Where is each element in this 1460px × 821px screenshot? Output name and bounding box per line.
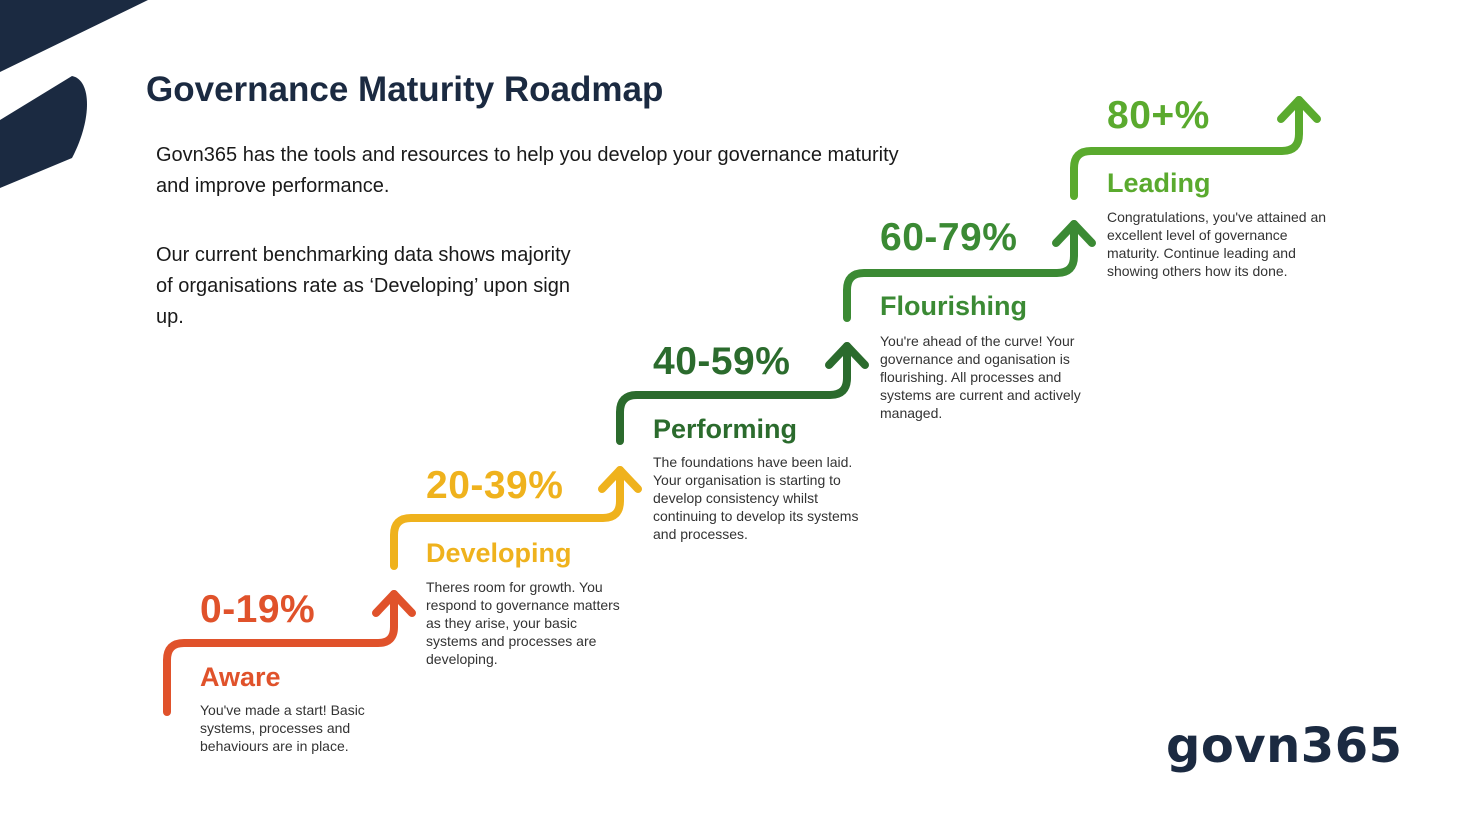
level-range: 40-59% [653,340,791,383]
level-description: Theres room for growth. You respond to g… [426,579,620,667]
govn365-logo: govn365 [1166,718,1403,774]
level-name: Flourishing [880,291,1027,321]
level-description: You're ahead of the curve! Your governan… [880,333,1081,421]
level-name: Leading [1107,168,1211,198]
level-range: 20-39% [426,464,564,507]
page-title: Governance Maturity Roadmap [146,70,664,109]
level-range: 0-19% [200,588,316,631]
corner-decoration [0,0,148,188]
step-arrow-leading [1070,96,1321,200]
level-description: Congratulations, you've attained an exce… [1107,209,1327,279]
step-arrow-performing [616,342,869,445]
step-arrow-flourishing [843,220,1096,322]
level-name: Developing [426,538,572,568]
level-range: 80+% [1107,94,1210,137]
step-arrow-aware [163,590,416,716]
step-arrow-developing [390,466,642,570]
level-name: Performing [653,414,798,444]
benchmark-text: Our current benchmarking data shows majo… [156,244,571,328]
level-range: 60-79% [880,216,1018,259]
intro-text: Govn365 has the tools and resources to h… [156,144,899,197]
level-name: Aware [200,662,281,692]
level-description: You've made a start! Basic systems, proc… [200,702,365,754]
level-description: The foundations have been laid. Your org… [653,454,859,542]
